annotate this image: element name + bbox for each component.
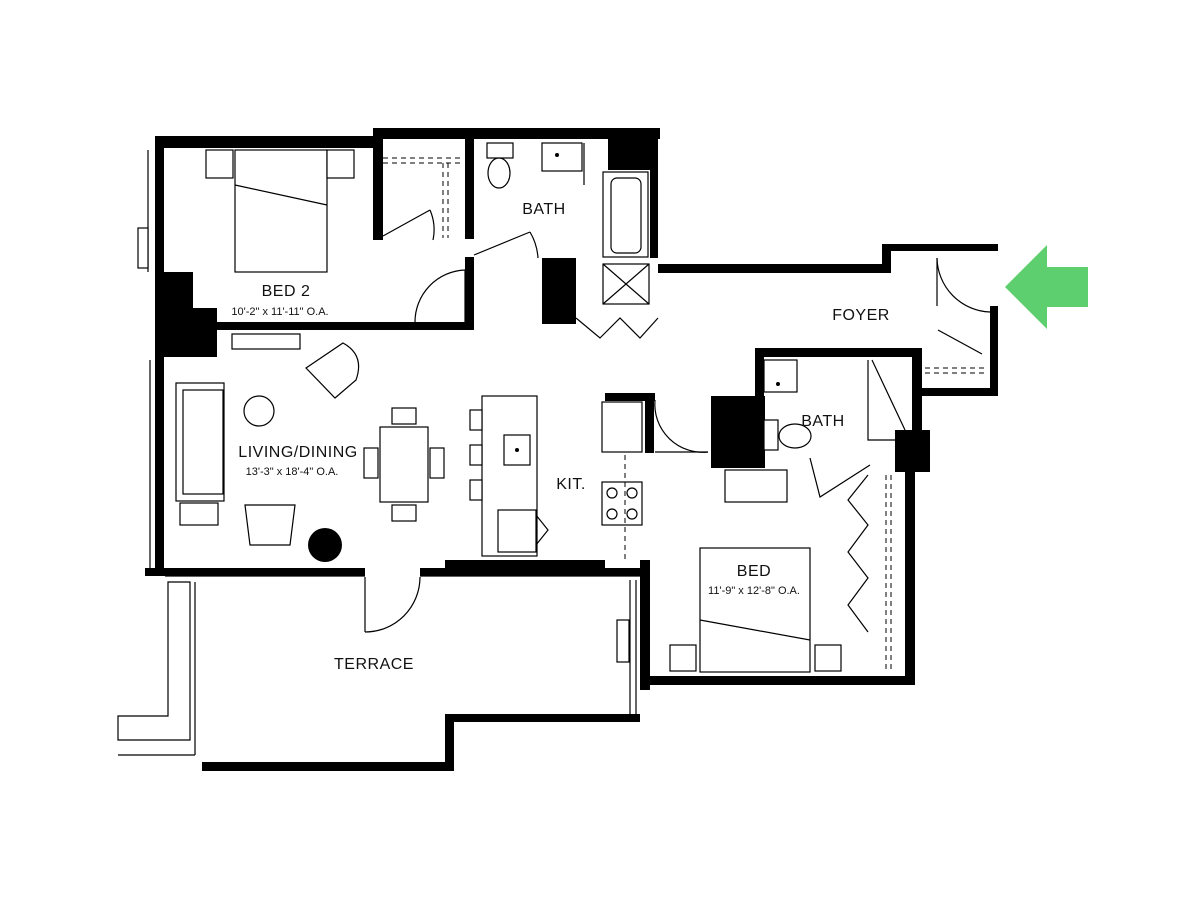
room-label-foyer: FOYER	[832, 307, 890, 324]
room-dimensions-living-dining: 13'-3" x 18'-4" O.A.	[246, 466, 339, 478]
entry-arrow-icon	[1005, 245, 1088, 329]
room-dimensions-bed: 11'-9" x 12'-8" O.A.	[708, 585, 800, 597]
room-label-living-dining: LIVING/DINING	[238, 444, 357, 461]
fixtures	[117, 142, 991, 756]
room-label-terrace: TERRACE	[334, 656, 414, 673]
room-label-kitchen: KIT.	[556, 476, 586, 493]
room-label-bed2: BED 2	[262, 283, 311, 300]
room-label-bath-lower: BATH	[801, 413, 844, 430]
room-label-bath-upper: BATH	[522, 201, 565, 218]
room-dimensions-bed2: 10'-2" x 11'-11" O.A.	[231, 306, 328, 318]
walls	[145, 128, 998, 771]
room-label-bed: BED	[737, 563, 771, 580]
